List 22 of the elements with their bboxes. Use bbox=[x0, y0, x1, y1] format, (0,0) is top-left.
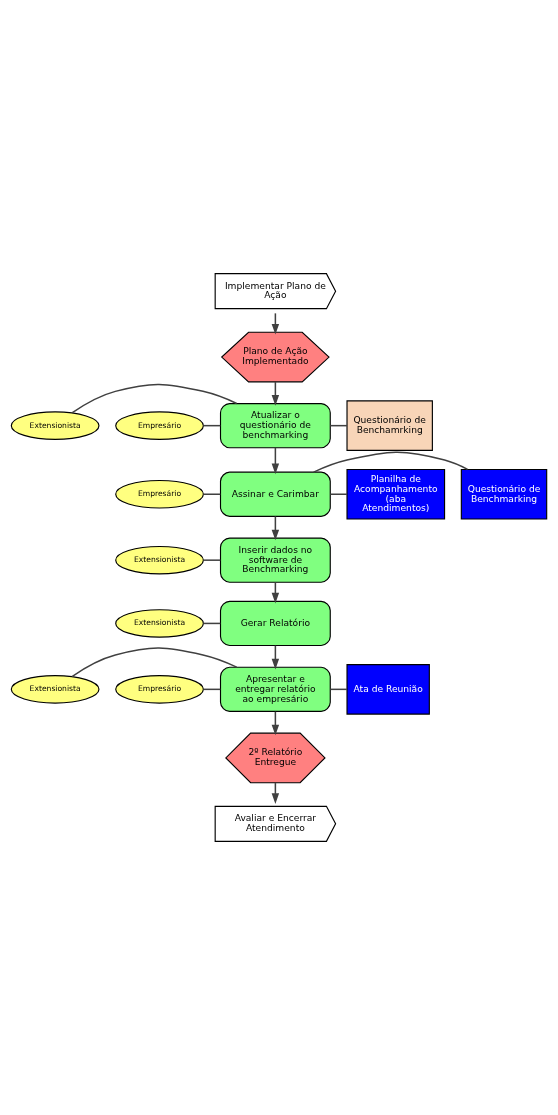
node-ellipse: Extensionista bbox=[115, 609, 204, 638]
connector bbox=[329, 493, 348, 495]
node-box: Inserir dados no software de Benchmarking bbox=[219, 537, 331, 583]
node-ellipse: Extensionista bbox=[115, 545, 204, 575]
node-ellipse: Extensionista bbox=[10, 675, 100, 704]
connector bbox=[312, 451, 469, 473]
node-box: Questionário de Benchmarking bbox=[460, 468, 548, 520]
node-ellipse: Empresário bbox=[115, 479, 204, 509]
node-ellipse: Empresário bbox=[115, 411, 204, 440]
connector bbox=[71, 383, 238, 414]
node-box: Atualizar o questionário de benchmarking bbox=[219, 403, 331, 449]
node-box: Assinar e Carimbar bbox=[219, 471, 331, 517]
node-box: Gerar Relatório bbox=[219, 600, 331, 647]
node-box: Planilha de Acompanhamento (aba Atendimentos) bbox=[346, 468, 446, 520]
node-box: Apresentar e entregar relatório ao empresário bbox=[219, 666, 331, 712]
node-ellipse: Extensionista bbox=[10, 411, 100, 440]
node-box: Ata de Reunião bbox=[346, 664, 430, 715]
connector bbox=[71, 647, 238, 678]
node-ellipse: Empresário bbox=[115, 675, 204, 704]
connector bbox=[202, 493, 222, 495]
node-box: Questionário de Benchamrking bbox=[346, 400, 433, 451]
connector bbox=[202, 559, 222, 561]
